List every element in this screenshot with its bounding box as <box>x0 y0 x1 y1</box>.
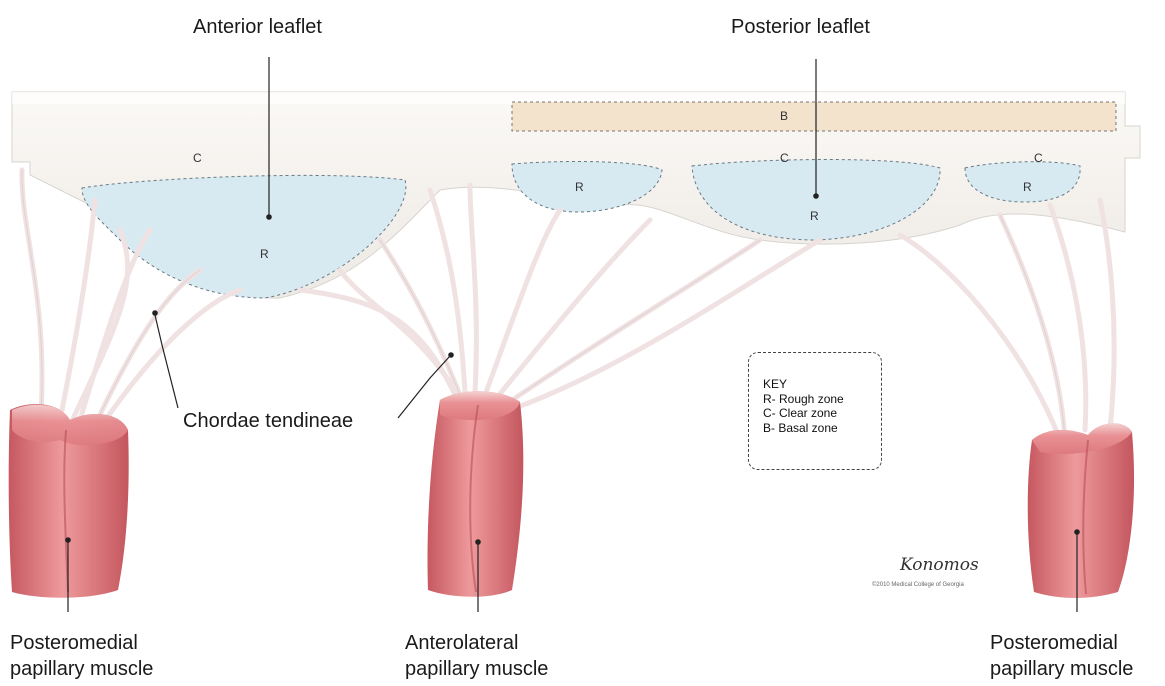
label-line: papillary muscle <box>405 656 548 682</box>
anterolateral-muscle <box>428 391 524 597</box>
rough-zone-anterior <box>82 175 406 298</box>
label-posteromedial-left: Posteromedial papillary muscle <box>10 630 153 682</box>
label-line: papillary muscle <box>990 656 1133 682</box>
chorda <box>1000 215 1065 440</box>
key-clear: C- Clear zone <box>763 406 881 421</box>
chorda <box>1100 200 1114 430</box>
key-title: KEY <box>763 377 881 392</box>
label-anterior-leaflet: Anterior leaflet <box>193 14 322 40</box>
label-line: Posteromedial <box>10 630 153 656</box>
posteromedial-muscle-right <box>1028 423 1134 598</box>
zone-label-basal: B <box>780 109 788 123</box>
basal-zone <box>512 102 1116 131</box>
chorda <box>95 270 200 425</box>
zone-label-clear: C <box>780 151 789 165</box>
label-line: Posteromedial <box>990 630 1133 656</box>
label-posteromedial-right: Posteromedial papillary muscle <box>990 630 1133 682</box>
leader-chordae-left <box>155 315 178 408</box>
chorda <box>900 235 1060 440</box>
zone-label-rough: R <box>260 247 269 261</box>
key-rough: R- Rough zone <box>763 392 881 407</box>
label-line: Anterolateral <box>405 630 548 656</box>
chorda <box>340 270 458 395</box>
label-chordae-tendineae: Chordae tendineae <box>183 408 353 434</box>
zone-label-clear: C <box>193 151 202 165</box>
chorda <box>470 185 476 392</box>
label-posterior-leaflet: Posterior leaflet <box>731 14 870 40</box>
zone-label-rough: R <box>575 180 584 194</box>
copyright-text: ©2010 Medical College of Georgia <box>872 582 964 588</box>
zone-label-clear: C <box>1034 151 1043 165</box>
posteromedial-muscle-left <box>9 404 129 598</box>
artist-signature: Konomos <box>900 555 979 575</box>
key-basal: B- Basal zone <box>763 421 881 436</box>
zone-label-rough: R <box>1023 180 1032 194</box>
chorda <box>1050 205 1086 430</box>
zone-label-rough: R <box>810 209 819 223</box>
label-anterolateral: Anterolateral papillary muscle <box>405 630 548 682</box>
chorda <box>22 170 42 430</box>
key-legend: KEY R- Rough zone C- Clear zone B- Basal… <box>748 352 882 470</box>
label-line: papillary muscle <box>10 656 153 682</box>
